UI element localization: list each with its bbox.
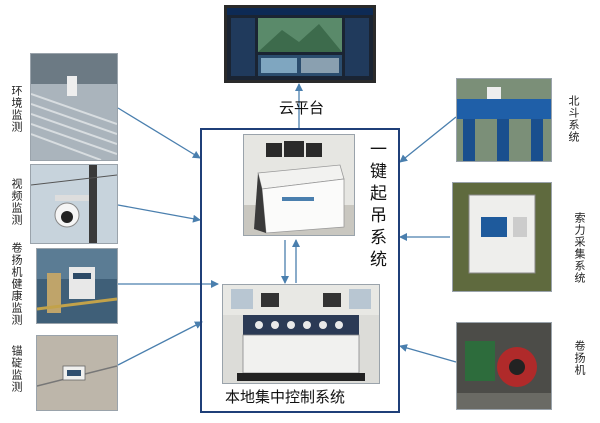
arrow-beidou xyxy=(399,116,457,163)
onekey-console-photo xyxy=(243,134,355,236)
cable-force-photo xyxy=(452,182,552,292)
cable-force-label: 索力采集系统 xyxy=(573,212,586,284)
beidou-photo xyxy=(456,78,552,162)
cloud-platform-label: 云平台 xyxy=(279,99,325,117)
arrow-winch xyxy=(399,344,457,363)
winch-photo xyxy=(456,322,552,410)
winch-label: 卷扬机 xyxy=(573,340,586,376)
arrow-anchor xyxy=(117,321,203,366)
local-control-room-photo xyxy=(222,284,380,384)
beidou-label: 北斗系统 xyxy=(567,95,580,143)
anchor-monitor-label: 锚碇监测 xyxy=(10,345,23,393)
arrow-env xyxy=(117,107,201,159)
video-monitor-photo xyxy=(30,164,118,244)
onekey-system-label: 一键起吊系统 xyxy=(366,140,386,272)
cloud-platform-screen xyxy=(224,5,376,83)
anchor-monitor-photo xyxy=(36,335,118,411)
main-system-box xyxy=(200,128,400,413)
winch-health-photo xyxy=(36,248,118,324)
arrow-video xyxy=(117,204,201,223)
video-monitor-label: 视频监测 xyxy=(10,178,23,226)
winch-health-label: 卷扬机健康监测 xyxy=(10,242,23,326)
local-control-label: 本地集中控制系统 xyxy=(225,388,346,406)
env-monitor-label: 环境监测 xyxy=(10,85,23,133)
env-monitor-photo xyxy=(30,53,118,161)
